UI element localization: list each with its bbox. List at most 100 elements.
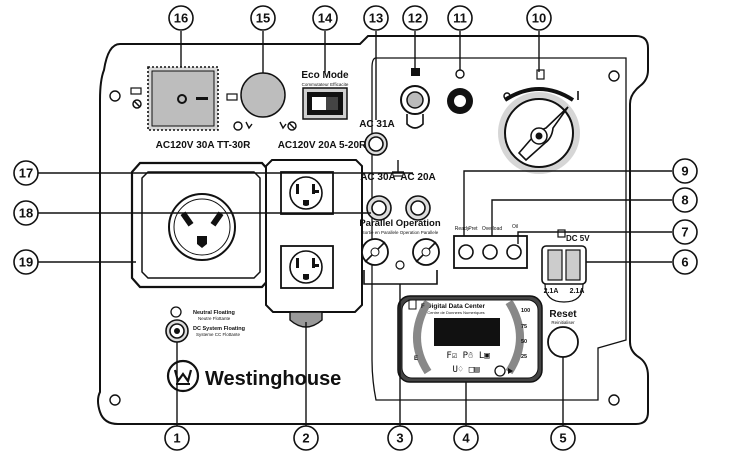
callout-number: 6 — [681, 255, 688, 270]
ready-light — [458, 244, 474, 260]
callout-9: 9 — [672, 158, 698, 184]
display-row1: F☑ P☃ L▣ — [446, 351, 490, 361]
display-title: Digital Data Center — [427, 303, 486, 310]
scale-100: 100 — [521, 308, 530, 314]
callout-leaders — [38, 31, 672, 427]
callout-number: 14 — [318, 11, 333, 26]
callout-19: 19 — [13, 249, 39, 275]
dc-switch[interactable] — [130, 66, 219, 131]
scale-50: 50 — [521, 339, 527, 345]
callout-number: 2 — [302, 431, 309, 446]
callout-number: 9 — [681, 164, 688, 179]
callout-10: 10 — [526, 5, 552, 31]
tt30r-outlet[interactable]: AC120V 30A TT-30R — [130, 140, 272, 289]
eco-mode-subtitle: Commutateur Efficacite — [302, 82, 349, 87]
callout-7: 7 — [672, 219, 698, 245]
ac20-breaker-label: AC 20A — [400, 172, 436, 183]
callout-number: 3 — [396, 431, 403, 446]
callout-number: 13 — [369, 11, 383, 26]
ready-sub-label: Pret — [468, 226, 478, 232]
display-subtitle: Centre de Donnees Numeriques — [427, 310, 484, 315]
tt30r-label: AC120V 30A TT-30R — [156, 140, 251, 151]
ready-label: Ready — [455, 226, 470, 232]
dc-system-floating-label: DC System Floating — [193, 326, 245, 332]
parallel-operation-terminals[interactable]: Parallel Operation Sortie en Parallele O… — [359, 218, 441, 285]
start-button[interactable] — [226, 72, 297, 131]
callout-3: 3 — [387, 425, 413, 451]
fuel-full-mark: F — [421, 304, 425, 310]
parallel-ground-lug[interactable] — [400, 68, 430, 129]
callout-16: 16 — [168, 5, 194, 31]
callout-number: 19 — [19, 255, 33, 270]
digital-data-center-display: Digital Data Center Centre de Donnees Nu… — [397, 295, 543, 383]
callout-number: 4 — [462, 431, 470, 446]
usb-port-right-label: 2.1A — [570, 288, 585, 295]
panel-outline — [97, 35, 649, 425]
oil-label: Oil — [512, 224, 518, 230]
parallel-title: Parallel Operation — [359, 218, 441, 229]
callout-2: 2 — [293, 425, 319, 451]
callout-number: 18 — [19, 206, 33, 221]
callout-4: 4 — [453, 425, 479, 451]
callout-number: 5 — [559, 431, 566, 446]
no-battery-icon — [132, 99, 142, 109]
display-mode-button[interactable] — [494, 365, 506, 377]
parallel-subtitle: Sortie en Parallele Operation Parallele — [362, 230, 439, 235]
callout-18: 18 — [13, 200, 39, 226]
brand-name: Westinghouse — [205, 368, 341, 390]
callout-1: 1 — [164, 425, 190, 451]
gfci-outlet[interactable]: AC120V 20A 5-20R — [265, 140, 367, 328]
engine-switch-dial[interactable] — [498, 69, 580, 174]
main-breaker-label: AC 31A — [359, 119, 395, 130]
panel-screw-holes — [109, 70, 620, 406]
eco-mode-title: Eco Mode — [301, 70, 349, 81]
eco-mode-switch[interactable]: Eco Mode Commutateur Efficacite — [301, 70, 349, 120]
oil-light — [506, 244, 522, 260]
ground-terminal[interactable]: Neutral Floating Neutre Flottante DC Sys… — [165, 306, 245, 343]
callout-number: 10 — [532, 11, 546, 26]
callout-number: 1 — [173, 431, 180, 446]
overload-light — [482, 244, 498, 260]
callout-14: 14 — [312, 5, 338, 31]
callout-number: 16 — [174, 11, 188, 26]
callout-number: 7 — [681, 225, 688, 240]
callout-5: 5 — [550, 425, 576, 451]
callout-number: 12 — [408, 11, 422, 26]
main-breaker[interactable]: AC 31A — [359, 119, 395, 156]
scale-75: 75 — [521, 324, 527, 330]
callout-17: 17 — [13, 160, 39, 186]
callout-number: 11 — [453, 11, 467, 26]
display-row2: U♢ □▤ — [452, 365, 480, 375]
dc-system-floating-sub: Systeme CC Flottante — [196, 332, 241, 337]
usb-ports[interactable]: DC 5V 2.1A 2.1A — [541, 229, 590, 303]
fuel-empty-mark: E — [414, 356, 418, 362]
receptacle-top[interactable] — [289, 176, 323, 210]
callout-number: 15 — [256, 11, 270, 26]
indicator-lights: Ready Pret Overload Oil — [453, 224, 528, 269]
callout-15: 15 — [250, 5, 276, 31]
ac30-breaker-label: AC 30A — [360, 172, 396, 183]
reset-button[interactable]: Reset Reinitialiser — [547, 309, 579, 358]
receptacle-bottom[interactable] — [289, 250, 323, 284]
choke-knob[interactable] — [447, 69, 473, 114]
reset-label: Reset — [549, 309, 577, 320]
reset-sub-label: Reinitialiser — [551, 320, 575, 325]
neutral-floating-label: Neutral Floating — [193, 310, 235, 316]
neutral-floating-sub: Neutre Flottante — [198, 316, 231, 321]
callout-6: 6 — [672, 249, 698, 275]
lcd-screen — [434, 318, 500, 346]
usb-dc-label: DC 5V — [566, 234, 590, 243]
westinghouse-logo: Westinghouse — [166, 359, 341, 393]
scale-25: 25 — [521, 354, 527, 360]
ac-breakers[interactable]: AC 30A AC 20A — [360, 160, 436, 221]
callout-11: 11 — [447, 5, 473, 31]
callout-number: 17 — [19, 166, 33, 181]
usb-port-left-label: 2.1A — [544, 288, 559, 295]
callout-8: 8 — [672, 187, 698, 213]
gfci-label: AC120V 20A 5-20R — [278, 140, 367, 151]
callout-number: 8 — [681, 193, 688, 208]
callout-12: 12 — [402, 5, 428, 31]
start-icons — [233, 121, 297, 131]
